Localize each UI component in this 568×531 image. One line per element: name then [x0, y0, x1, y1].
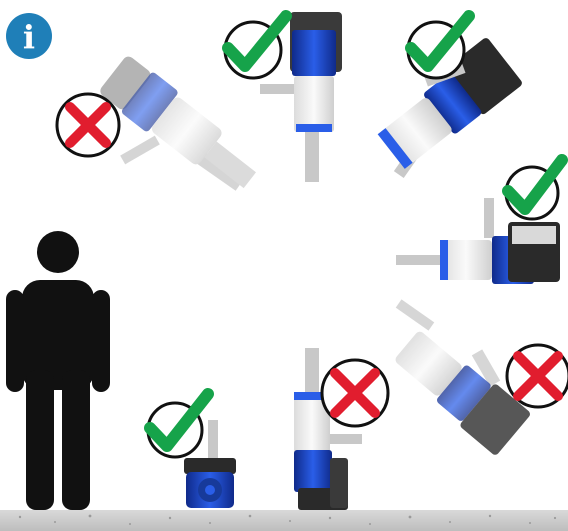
info-icon: i [6, 13, 52, 59]
check-icon [225, 16, 286, 78]
check-icon [506, 160, 562, 219]
floor-slab [0, 510, 568, 531]
check-icon [148, 394, 208, 457]
cross-icon [507, 345, 568, 407]
svg-text:i: i [23, 18, 35, 56]
cross-icon [57, 94, 119, 156]
cross-icon [322, 360, 388, 426]
person-silhouette-icon [6, 231, 110, 510]
